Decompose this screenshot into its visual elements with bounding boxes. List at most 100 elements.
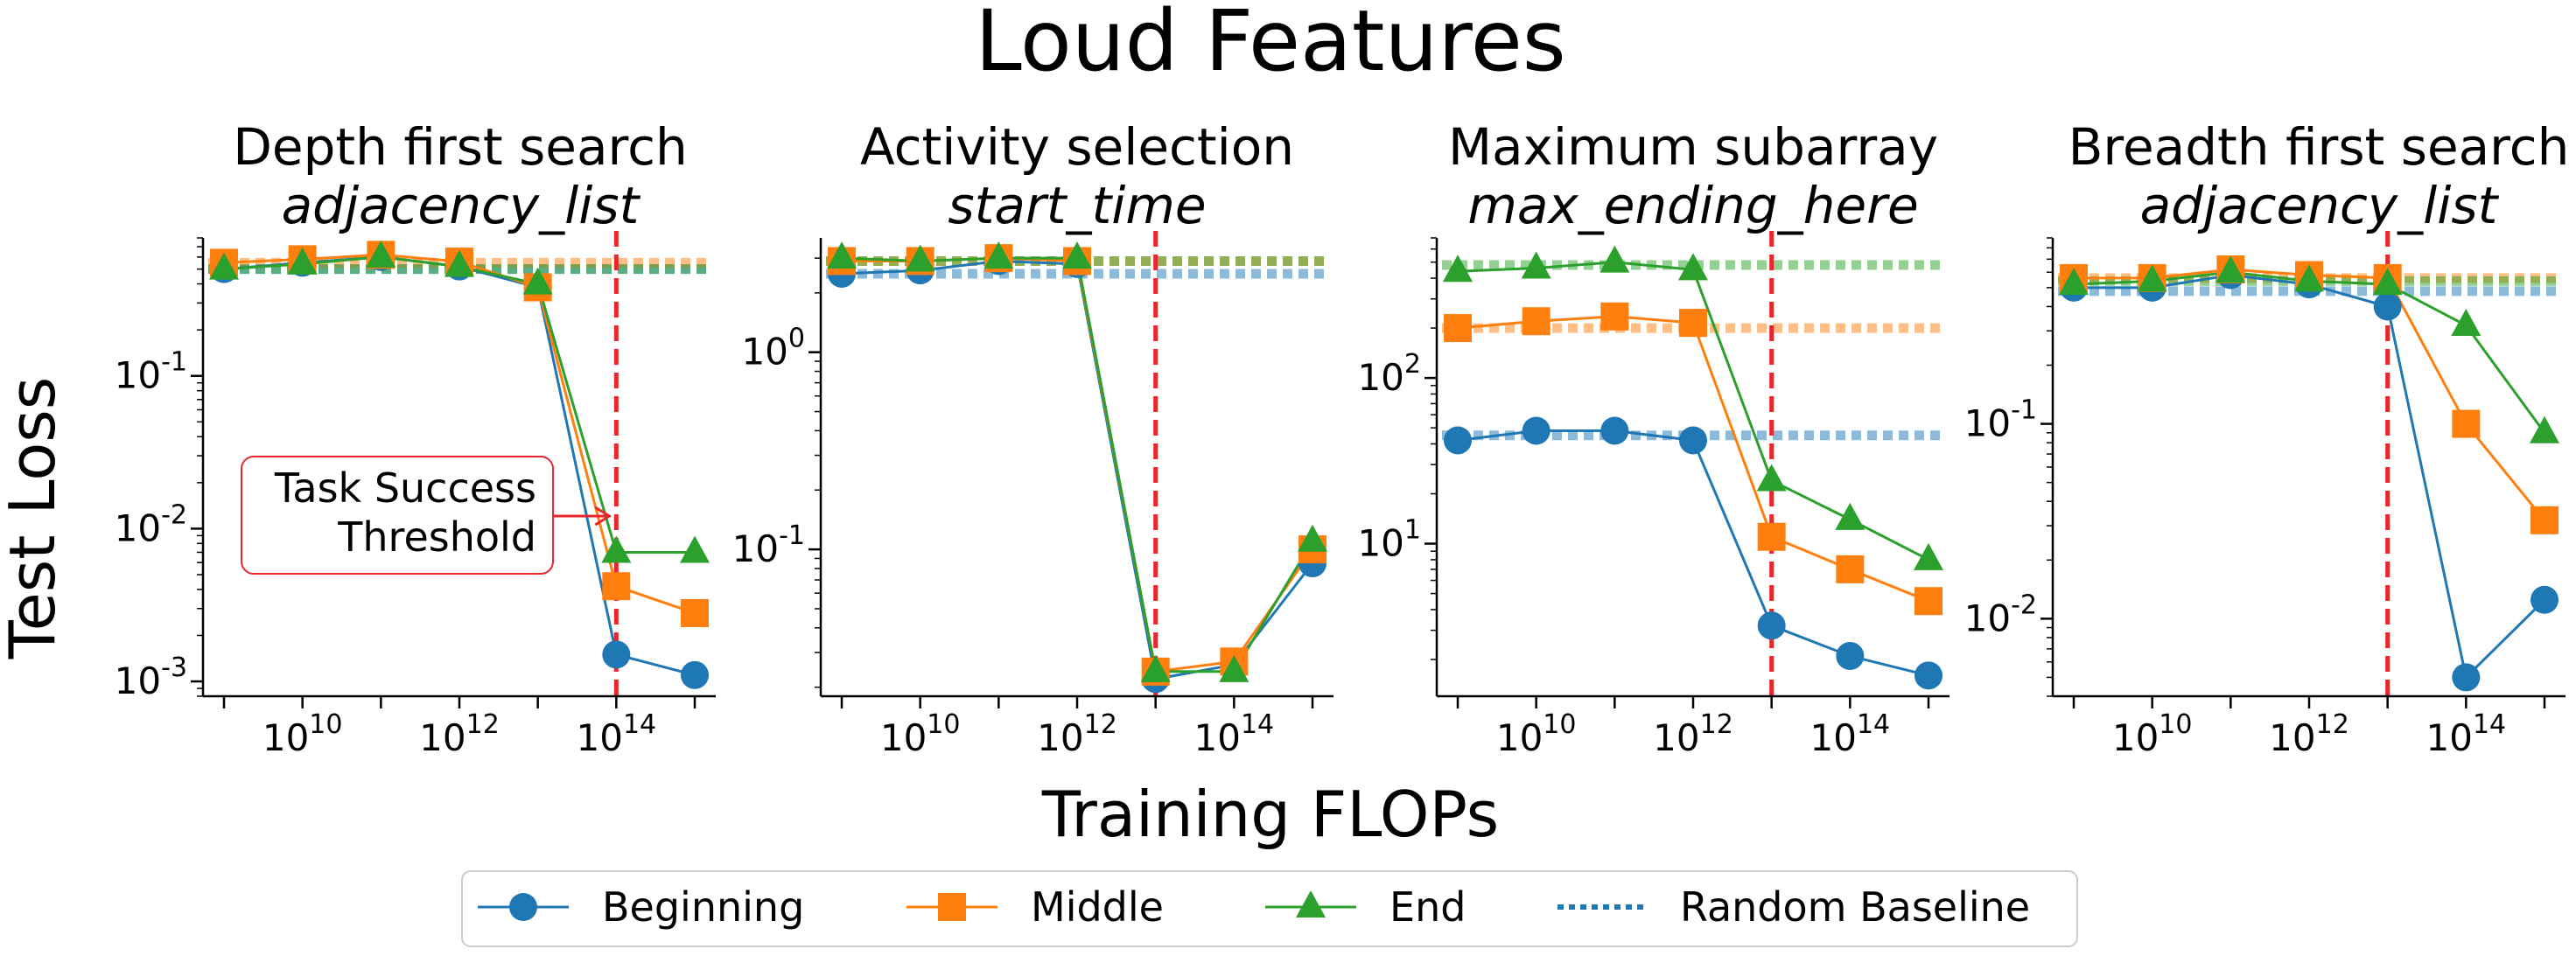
legend-label: Beginning (602, 883, 804, 931)
point-end (1914, 542, 1943, 570)
x-tick-label: 1010 (880, 709, 961, 759)
point-beginning (2530, 585, 2558, 614)
x-tick-label: 1014 (1194, 709, 1275, 759)
point-end (1600, 245, 1630, 273)
legend-label: Random Baseline (1680, 883, 2030, 931)
point-end (827, 241, 857, 269)
legend-swatch-marker (938, 893, 966, 921)
point-end (1756, 464, 1787, 492)
x-tick-label: 1012 (419, 709, 500, 759)
series-line-middle (842, 256, 1314, 673)
point-middle (2452, 409, 2481, 438)
point-end (905, 244, 935, 272)
panel-title: Breadth first search (2068, 117, 2570, 177)
y-tick-label: 100 (741, 324, 805, 373)
x-axis-label: Training FLOPs (1041, 778, 1499, 851)
legend: Beginning Middle End Random Baseline (461, 870, 2078, 947)
point-middle (681, 598, 709, 627)
point-middle (2530, 506, 2558, 534)
legend-label: Middle (1031, 883, 1164, 931)
x-tick-label: 1012 (1037, 709, 1117, 759)
legend-swatch-marker (1296, 890, 1326, 918)
series-line-end (841, 256, 1314, 673)
point-end (2216, 255, 2246, 283)
point-end (522, 267, 553, 295)
panel-subtitle: adjacency_list (2140, 176, 2500, 235)
legend-item-middle: Middle (906, 883, 1164, 931)
x-tick-label: 1012 (1653, 709, 1733, 759)
point-end (2137, 264, 2167, 292)
annotation-arrow (553, 506, 612, 527)
y-tick-label: 10-2 (115, 499, 187, 549)
point-end (2059, 268, 2089, 296)
y-tick-label: 101 (1357, 515, 1421, 565)
panel-subtitle: start_time (948, 176, 1206, 235)
point-end (2451, 309, 2482, 337)
x-tick-label: 1014 (1810, 709, 1891, 759)
point-beginning (1679, 426, 1707, 455)
y-tick-label: 10-1 (115, 347, 187, 397)
legend-item-end: End (1265, 883, 1466, 931)
y-tick-label: 10-1 (732, 520, 805, 570)
point-beginning (1444, 426, 1472, 455)
point-end (984, 241, 1014, 269)
point-end (2372, 268, 2403, 296)
figure-title: Loud Features (975, 0, 1566, 90)
y-axis-label: Test Loss (0, 377, 69, 660)
point-middle (1836, 555, 1865, 583)
legend-frame (461, 870, 2078, 947)
point-end (601, 535, 632, 563)
annotation-line-2: Threshold (337, 513, 536, 561)
point-middle (1600, 302, 1629, 331)
y-tick-label: 10-3 (115, 652, 187, 702)
legend-item-beginning: Beginning (478, 883, 804, 931)
point-end (1062, 241, 1092, 269)
point-end (287, 247, 318, 275)
threshold-annotation: Task Success Threshold (241, 456, 612, 575)
panel-subtitle: max_ending_here (1467, 176, 1918, 235)
y-tick-label: 102 (1357, 349, 1421, 399)
panel-4: Breadth first searchadjacency_list10-110… (1964, 117, 2570, 759)
point-beginning (1600, 416, 1629, 445)
point-end (2530, 415, 2559, 443)
point-end (209, 252, 239, 280)
panel-subtitle: adjacency_list (282, 176, 641, 235)
point-end (1835, 502, 1866, 530)
point-beginning (681, 660, 709, 689)
point-beginning (1757, 611, 1786, 640)
panels: Depth first searchadjacency_list10-110-2… (115, 117, 2570, 759)
series-line-middle (2074, 268, 2546, 521)
panel-title: Activity selection (860, 117, 1294, 177)
y-tick-label: 10-2 (1964, 590, 2037, 639)
point-middle (1914, 587, 1942, 616)
point-middle (1444, 314, 1472, 343)
x-tick-label: 1014 (2426, 709, 2507, 759)
point-end (1678, 253, 1708, 281)
point-beginning (1522, 416, 1550, 445)
x-tick-label: 1014 (577, 709, 657, 759)
point-beginning (2373, 292, 2402, 321)
series-line-beginning (841, 259, 1314, 681)
point-beginning (1836, 641, 1865, 670)
legend-swatch-marker (509, 893, 537, 921)
annotation-line-1: Task Success (274, 464, 536, 512)
point-beginning (2452, 663, 2481, 692)
point-end (680, 535, 710, 563)
point-middle (602, 572, 631, 601)
x-tick-label: 1012 (2269, 709, 2349, 759)
point-middle (1757, 522, 1786, 551)
point-beginning (602, 640, 631, 669)
series-line-end (1457, 261, 1929, 562)
panel-title: Depth first search (233, 117, 688, 177)
series-line-beginning (1457, 429, 1929, 677)
point-middle (1522, 307, 1550, 336)
legend-item-baseline: Random Baseline (1558, 883, 2030, 931)
point-end (1219, 654, 1250, 682)
panel-title: Maximum subarray (1448, 117, 1938, 177)
legend-label: End (1390, 883, 1466, 931)
point-end (1443, 255, 1473, 283)
point-end (366, 240, 396, 268)
